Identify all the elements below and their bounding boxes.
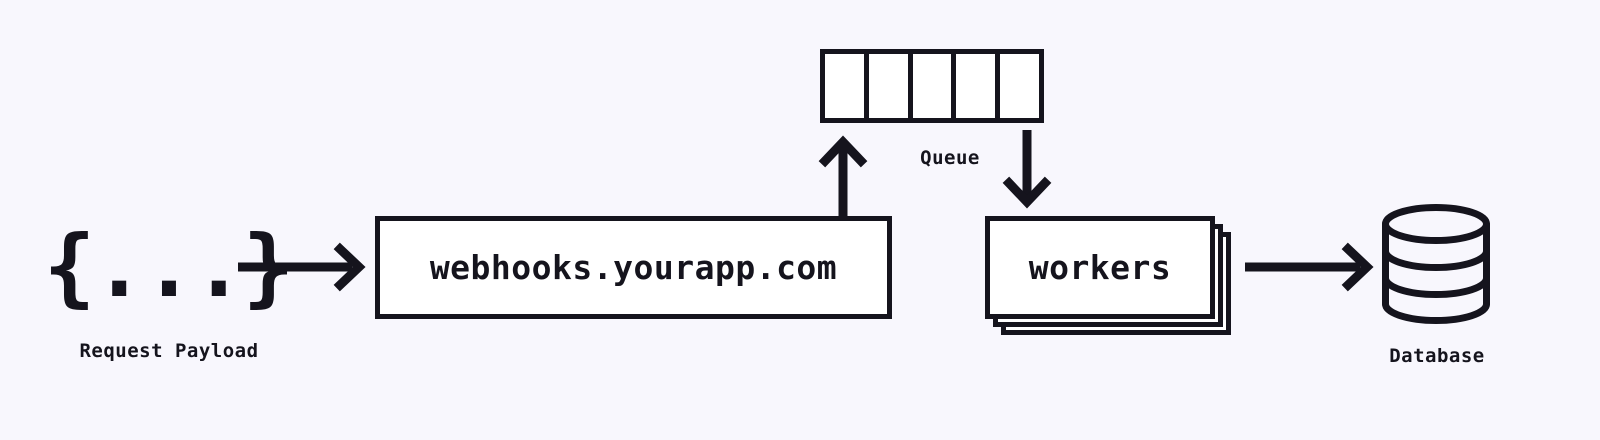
database-bottom-arc — [1382, 300, 1490, 324]
request-payload-label: Request Payload — [79, 340, 259, 362]
queue-cell — [868, 54, 913, 118]
queue-label: Queue — [920, 147, 980, 169]
database-top-ellipse — [1382, 204, 1490, 244]
arrow-workers-to-database — [1245, 242, 1374, 292]
workers-label: workers — [1028, 248, 1172, 287]
queue-cell — [825, 54, 869, 118]
database-band-1 — [1382, 247, 1490, 271]
webhooks-endpoint-box: webhooks.yourapp.com — [375, 216, 892, 319]
database-cylinder-icon — [1380, 203, 1492, 325]
workers-stack-layer-front: workers — [985, 216, 1215, 319]
request-payload-icon: {...} — [43, 217, 295, 317]
arrow-endpoint-to-queue — [818, 135, 868, 216]
webhooks-endpoint-label: webhooks.yourapp.com — [429, 248, 838, 287]
workers-stack: workers — [985, 216, 1245, 341]
queue-box — [820, 49, 1044, 123]
queue-cell — [912, 54, 957, 118]
queue-cell — [956, 54, 1001, 118]
database-label: Database — [1389, 345, 1485, 367]
database-band-2 — [1382, 274, 1490, 298]
queue-cell — [1000, 54, 1039, 118]
